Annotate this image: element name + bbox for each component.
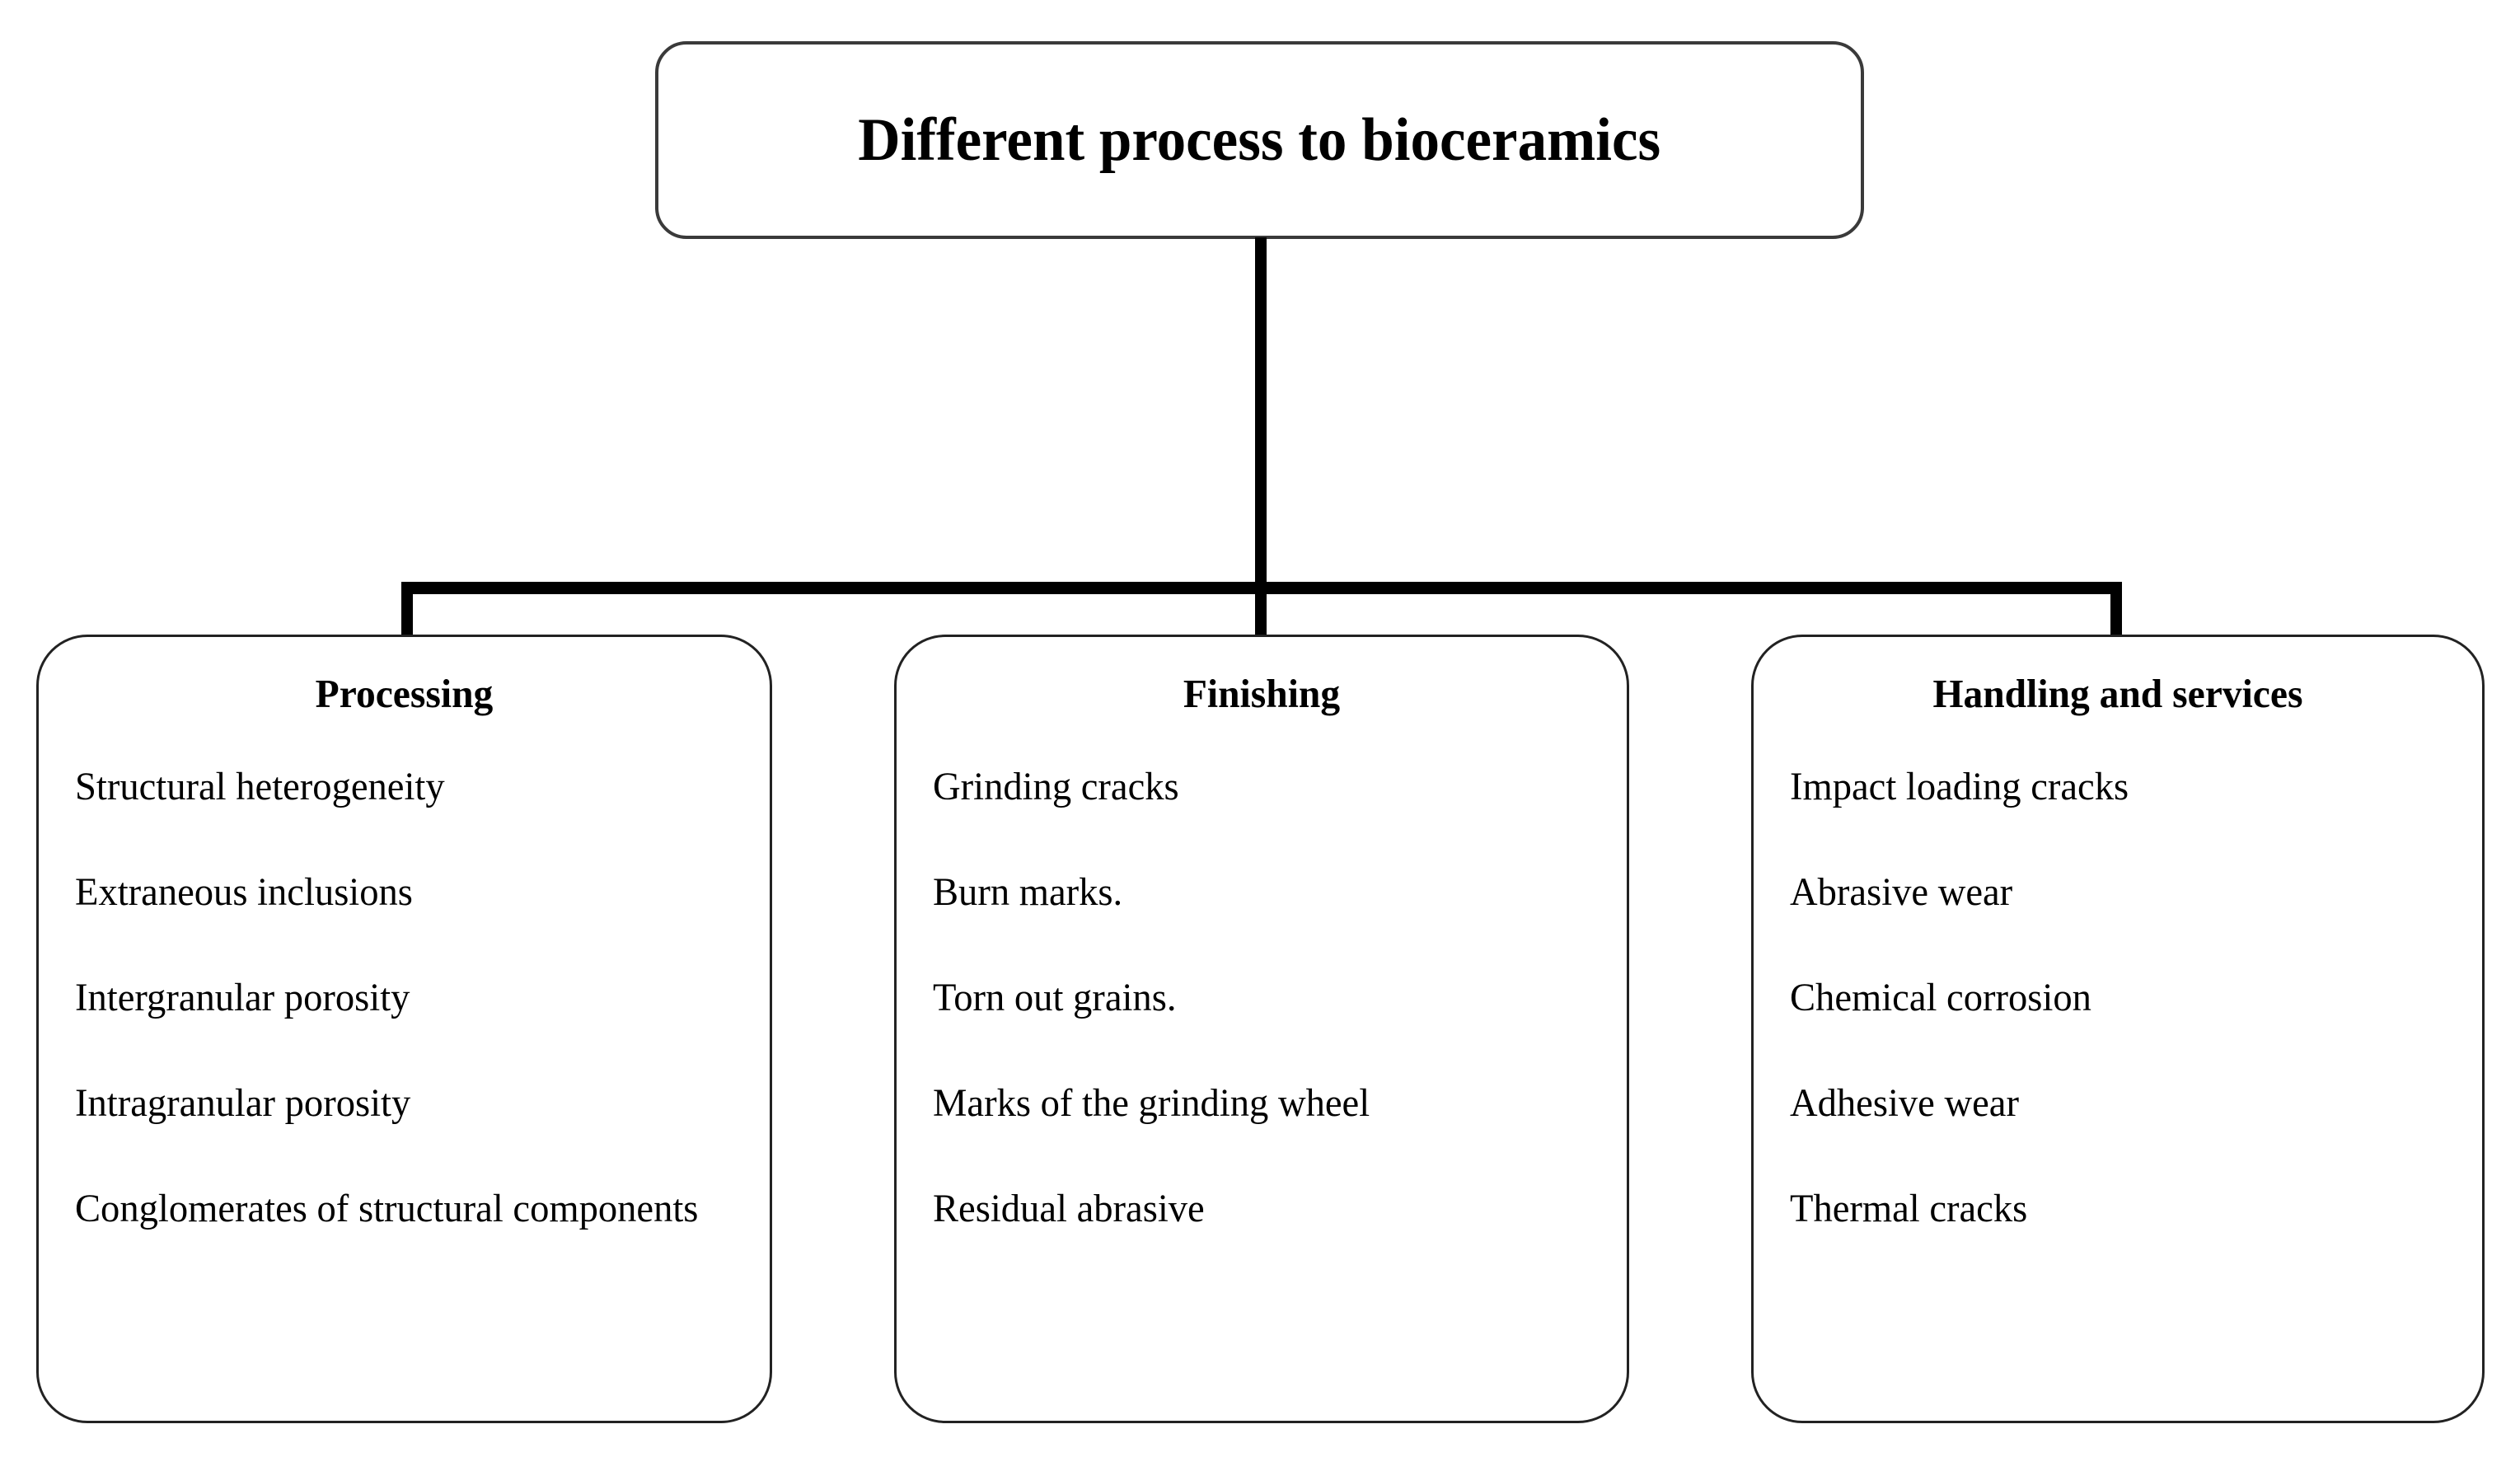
list-item: Abrasive wear [1790, 869, 2013, 914]
list-item: Marks of the grinding wheel [933, 1080, 1370, 1125]
list-item: Chemical corrosion [1790, 975, 2091, 1019]
category-list-handling-and-services: Impact loading cracks Abrasive wear Chem… [1754, 734, 2482, 1262]
list-item: Conglomerates of structural components [75, 1186, 699, 1230]
list-item: Adhesive wear [1790, 1080, 2019, 1125]
connector-horizontal-bar [401, 582, 2122, 594]
list-item: Extraneous inclusions [75, 869, 413, 914]
list-item: Intergranular porosity [75, 975, 410, 1019]
list-item: Grinding cracks [933, 764, 1179, 808]
diagram-title: Different process to bioceramics [858, 106, 1661, 174]
category-list-finishing: Grinding cracks Burn marks. Torn out gra… [897, 734, 1627, 1262]
list-item: Burn marks. [933, 869, 1123, 914]
list-item: Structural heterogeneity [75, 764, 445, 808]
list-item: Residual abrasive [933, 1186, 1205, 1230]
list-item: Thermal cracks [1790, 1186, 2028, 1230]
list-item: Impact loading cracks [1790, 764, 2129, 808]
category-list-processing: Structural heterogeneity Extraneous incl… [39, 734, 770, 1262]
connector-drop-left [401, 589, 413, 640]
category-header-processing: Processing [315, 671, 494, 716]
category-header-handling-and-services: Handling and services [1932, 671, 2303, 716]
category-header-finishing: Finishing [1183, 671, 1341, 716]
category-box-handling-and-services: Handling and services Impact loading cra… [1751, 635, 2485, 1423]
connector-stem-vertical [1255, 237, 1267, 592]
list-item: Torn out grains. [933, 975, 1177, 1019]
category-box-finishing: Finishing Grinding cracks Burn marks. To… [894, 635, 1629, 1423]
connector-drop-center [1255, 589, 1267, 640]
list-item: Intragranular porosity [75, 1080, 411, 1125]
category-box-processing: Processing Structural heterogeneity Extr… [36, 635, 772, 1423]
root-node-title-box: Different process to bioceramics [655, 41, 1864, 239]
connector-drop-right [2110, 589, 2122, 640]
